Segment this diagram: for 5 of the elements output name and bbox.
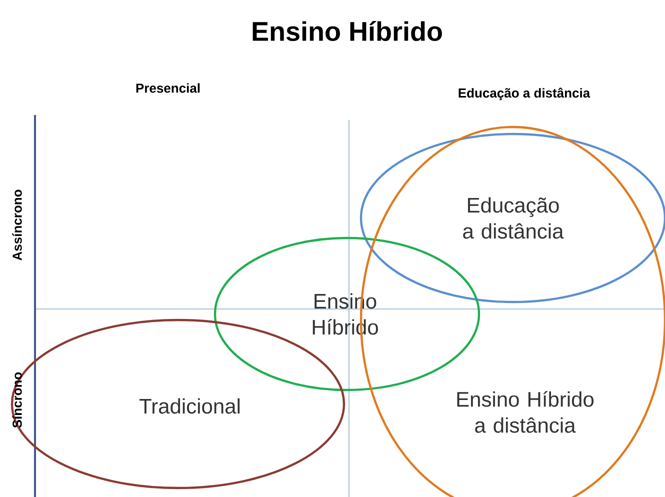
row-label: Síncrono — [12, 372, 22, 428]
row-label: Assíncrono — [12, 190, 22, 260]
title: Ensino Híbrido — [252, 20, 442, 42]
column-label: Presencial — [136, 83, 200, 93]
column-label: Educação a distância — [458, 88, 590, 100]
